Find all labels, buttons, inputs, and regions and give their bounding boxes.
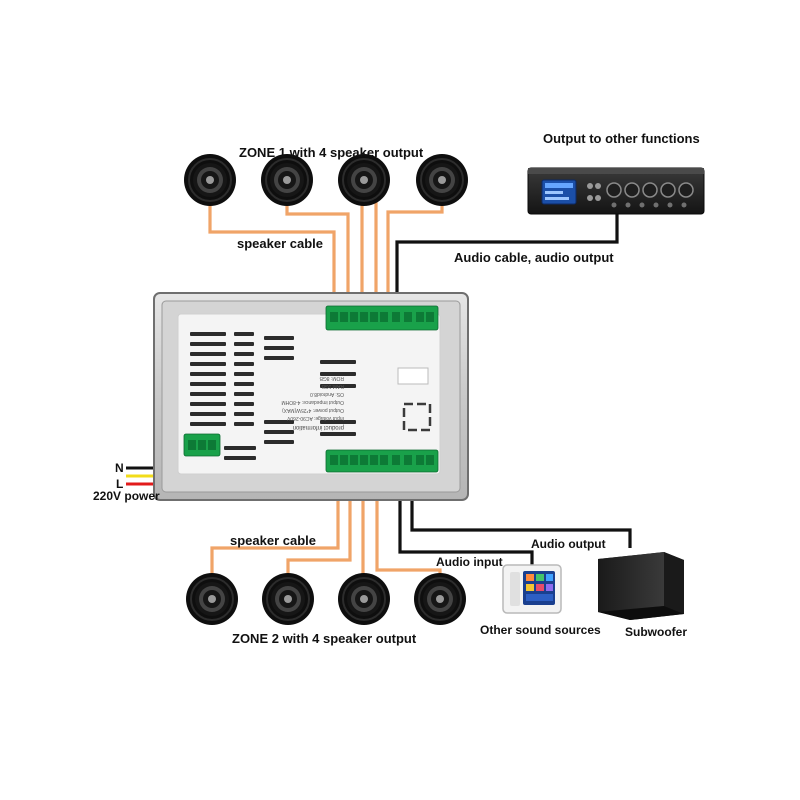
- subwoofer-icon: [598, 552, 684, 620]
- label-line2: Input voltage: AC90-260V: [286, 415, 344, 421]
- neutral-label: N: [115, 461, 124, 475]
- terminal-block-bottom: [325, 449, 439, 473]
- audio-cable-amplifier: [395, 212, 619, 308]
- label-line5: OS: Android8.0: [310, 391, 344, 397]
- label-line3: Output power: 4*25W(MAX): [282, 407, 344, 413]
- power-terminal: [183, 433, 221, 457]
- zone1-label: ZONE 1 with 4 speaker output: [239, 145, 424, 160]
- audio-input-label: Audio input: [436, 555, 503, 569]
- vent-slots: [190, 332, 356, 460]
- mounting-bracket: [402, 402, 432, 432]
- ceiling-speaker-icon: [337, 153, 391, 207]
- terminal-block-top: [325, 305, 439, 331]
- ceiling-speaker-icon: [415, 153, 469, 207]
- label-line6: RAM:1GB: [321, 383, 344, 389]
- other-sources-label: Other sound sources: [480, 623, 601, 637]
- ceiling-speaker-icon: [413, 572, 467, 626]
- zone1-speaker-cables: [208, 200, 444, 308]
- label-line1: product information: [293, 424, 344, 430]
- audio-cable-label: Audio cable, audio output: [454, 250, 614, 265]
- ceiling-speaker-icon: [337, 572, 391, 626]
- label-line4: Output impedance: 4-8OHM: [281, 399, 344, 405]
- zone1-speakers: [183, 153, 469, 207]
- zone2-speakers: [185, 572, 467, 626]
- power-label: 220V power: [93, 489, 160, 503]
- audio-output-label: Audio output: [531, 537, 606, 551]
- subwoofer-label: Subwoofer: [625, 625, 687, 639]
- ceiling-speaker-icon: [261, 572, 315, 626]
- ceiling-speaker-icon: [183, 153, 237, 207]
- speaker-cable-top-label: speaker cable: [237, 236, 323, 251]
- ceiling-speaker-icon: [185, 572, 239, 626]
- audio-cable-input: [398, 470, 534, 566]
- wall-panel-icon: product information Input voltage: AC90-…: [153, 292, 469, 501]
- ceiling-speaker-icon: [260, 153, 314, 207]
- live-label: L: [116, 477, 123, 491]
- speaker-cable-bottom-label: speaker cable: [230, 533, 316, 548]
- product-label: product information Input voltage: AC90-…: [281, 375, 344, 430]
- zone2-label: ZONE 2 with 4 speaker output: [232, 631, 417, 646]
- port-cover: [397, 367, 429, 385]
- output-other-label: Output to other functions: [543, 131, 700, 146]
- amplifier-icon: [527, 167, 705, 215]
- touch-panel-icon: [502, 564, 562, 614]
- label-line7: ROM: 8GB: [319, 375, 344, 381]
